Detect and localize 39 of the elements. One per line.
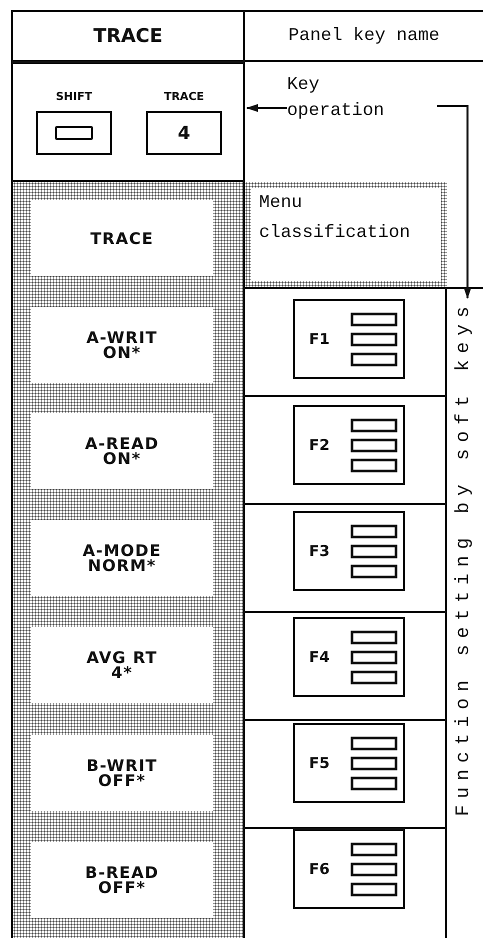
menu-item-box (31, 520, 213, 596)
menu-item-label: A-WRIT ON* (85, 330, 159, 360)
key-operation-text: Key operation (287, 74, 386, 123)
soft-key (293, 299, 405, 379)
table-header-cell: TRACE (11, 10, 245, 62)
menu-item-box (31, 842, 213, 918)
soft-key (293, 617, 405, 697)
vertical-caption: Function setting by soft keys (452, 300, 474, 816)
menu-item-box (31, 200, 213, 276)
key-label: SHIFT (56, 90, 92, 103)
menu-item-box (31, 307, 213, 383)
key-operation-cell (11, 62, 245, 182)
soft-key-label: F6 (309, 860, 331, 878)
menu-classification-text: Menu classification (251, 188, 441, 281)
soft-key-label: F3 (309, 542, 331, 560)
soft-key-label: F2 (309, 436, 331, 454)
arrow (246, 104, 287, 112)
menu-item-label: B-WRIT OFF* (86, 758, 158, 788)
soft-key (293, 829, 405, 909)
menu-item-box (31, 735, 213, 811)
soft-key (293, 723, 405, 803)
soft-key-label: F4 (309, 648, 331, 666)
soft-key (293, 511, 405, 591)
menu-item-box (31, 627, 213, 703)
key-label: TRACE (164, 90, 204, 103)
menu-item-label: B-READ OFF* (84, 865, 160, 895)
menu-item-label: A-READ ON* (84, 436, 160, 466)
soft-key (293, 405, 405, 485)
menu-screen-panel (11, 182, 245, 938)
menu-item-label: TRACE (89, 230, 155, 246)
arrow (437, 105, 472, 299)
soft-key-label: F1 (309, 330, 331, 348)
menu-item-box (31, 413, 213, 489)
panel-key: 4 (146, 111, 222, 155)
table-header-cell: Panel key name (245, 10, 483, 62)
soft-key-label: F5 (309, 754, 331, 772)
menu-item-label: A-MODE NORM* (82, 543, 162, 573)
menu-item-label: AVG RT 4* (86, 650, 158, 680)
menu-classification-box (245, 182, 447, 287)
